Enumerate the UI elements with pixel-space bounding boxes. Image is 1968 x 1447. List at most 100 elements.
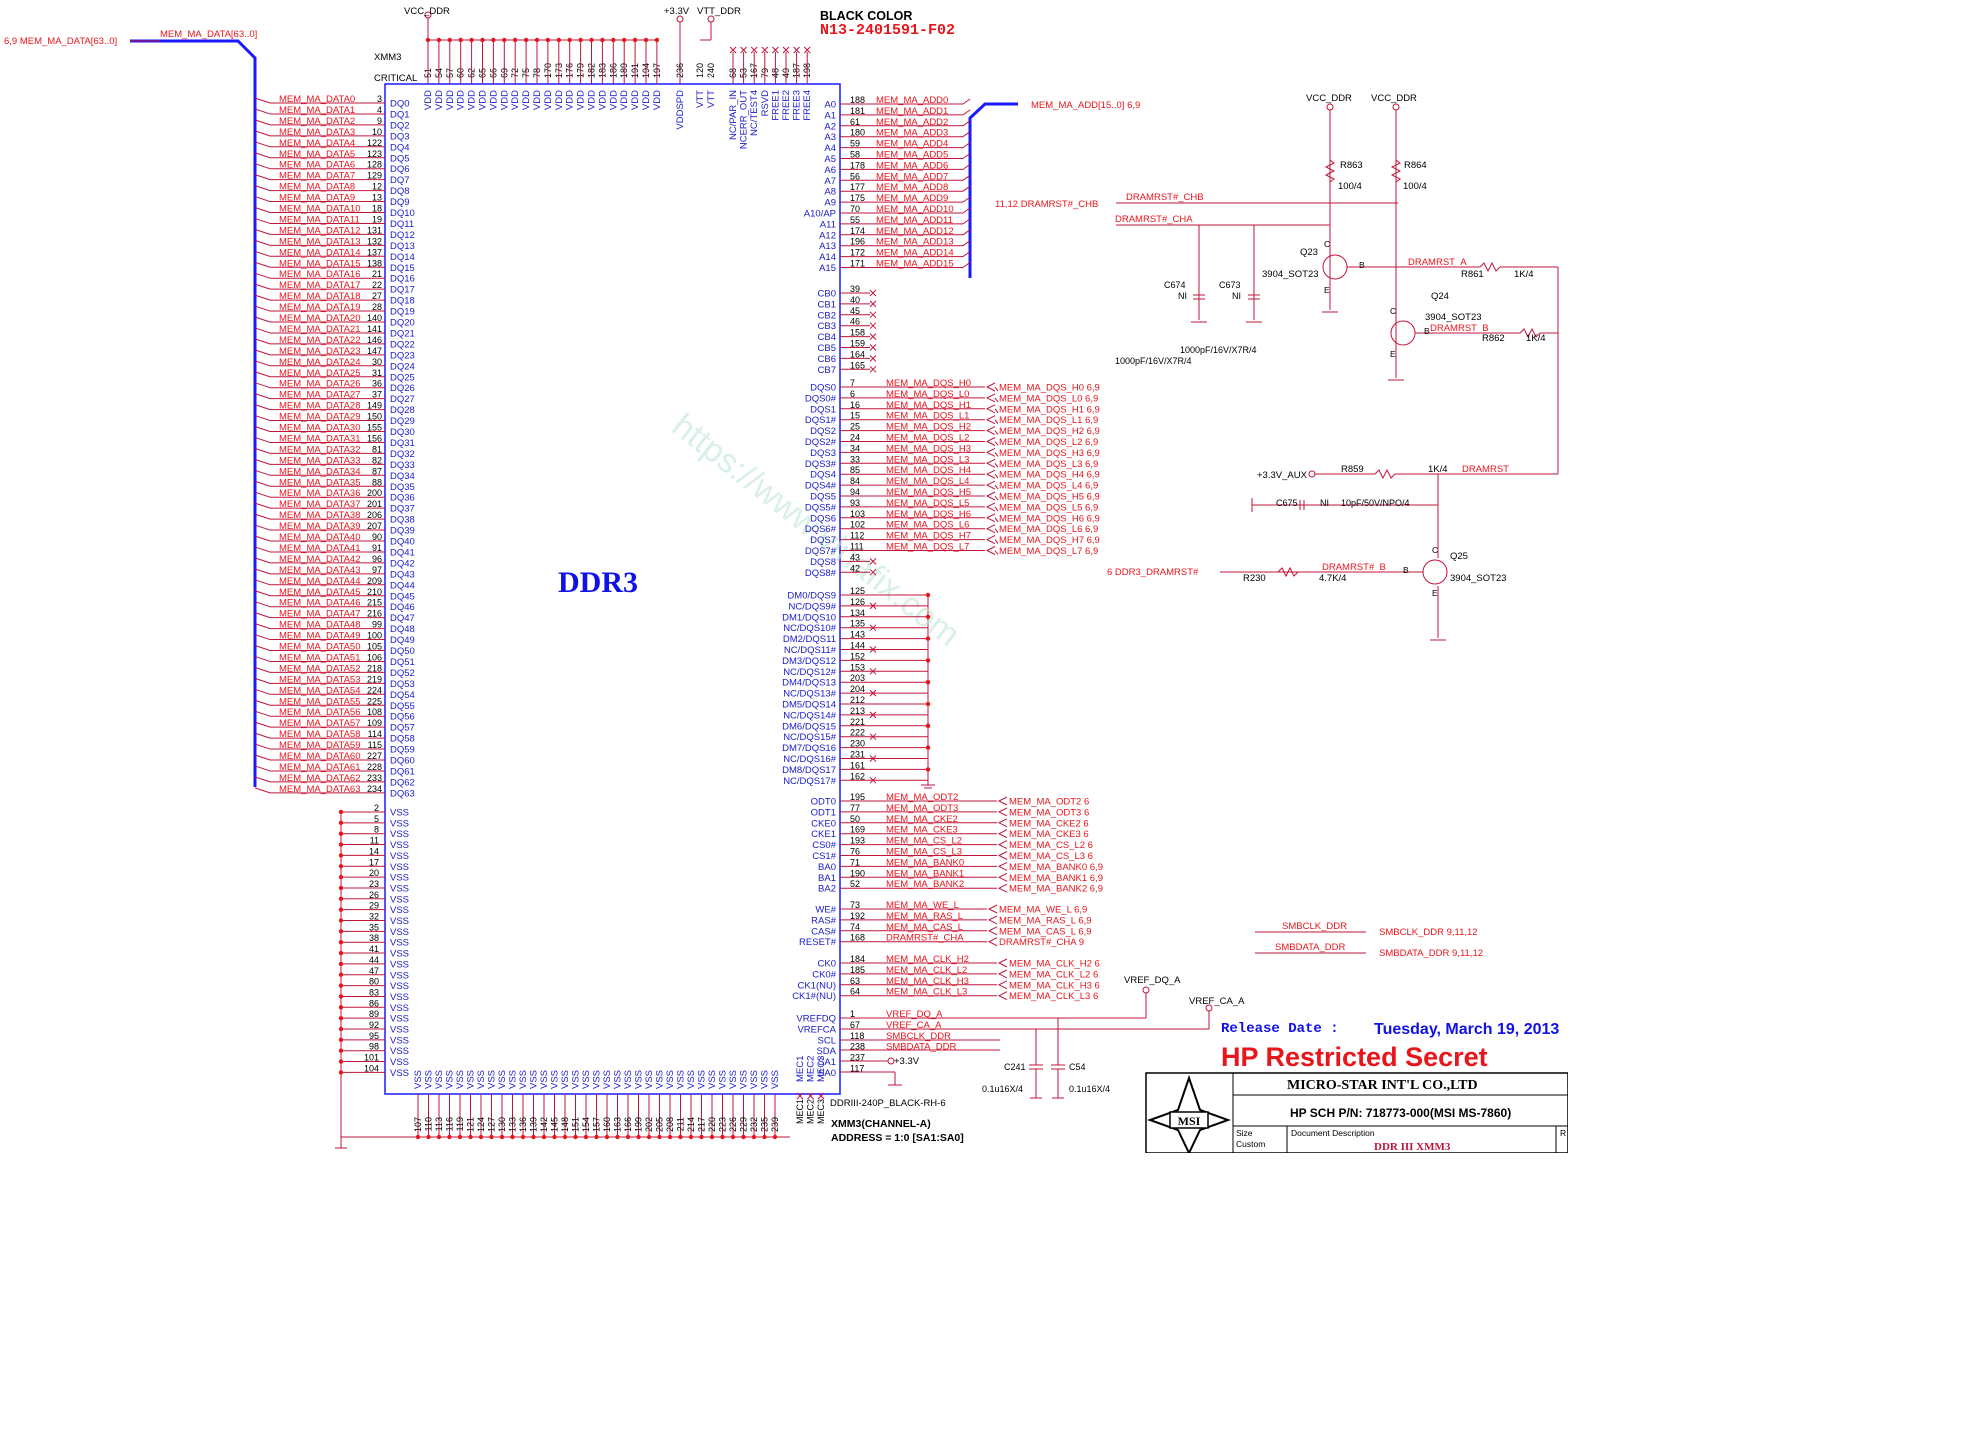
vss-bottom-number: 121: [466, 1117, 476, 1132]
dq-pin-label: DQ21: [390, 328, 415, 339]
dq-net-label: MEM_MA_DATA58: [279, 729, 360, 740]
dm-pin-label: NC/DQS16#: [783, 754, 837, 765]
clk-net-label: MEM_MA_CLK_H2: [886, 954, 969, 965]
addr-pin-label: A2: [824, 121, 836, 132]
smbclk-out: SMBCLK_DDR 9,11,12: [1379, 927, 1478, 938]
dq-net-label: MEM_MA_DATA28: [279, 401, 360, 412]
dqs-pin-label: DQS6: [810, 513, 836, 524]
dqs-pin-number: 93: [850, 498, 860, 508]
c241-ref: C241: [1004, 1062, 1026, 1072]
smbclk-label: SMBCLK_DDR: [1282, 921, 1347, 932]
addr-pin-label: A13: [819, 241, 836, 252]
dqs-port-line: [994, 397, 999, 403]
dq-pin-number: 210: [367, 587, 382, 597]
vss-junction: [338, 972, 344, 977]
addr-pin-number: 172: [850, 248, 865, 258]
r230-val: 4.7K/4: [1319, 573, 1346, 584]
ddr3-center-label: DDR3: [558, 566, 638, 599]
vss-pin-number: 35: [369, 922, 379, 932]
vss-bottom-label: VSS: [560, 1070, 571, 1089]
vdd-junction: [643, 37, 649, 43]
c54-ref: C54: [1069, 1062, 1086, 1072]
dm-pin-label: DM0/DQS9: [787, 591, 836, 602]
vss-bottom-number: 157: [592, 1117, 602, 1132]
dq-net-label: MEM_MA_DATA62: [279, 773, 360, 784]
dm-pin-number: 231: [850, 750, 865, 760]
dqs-pin-label: DQS4#: [805, 481, 837, 492]
vss-pin-label: VSS: [390, 949, 409, 960]
vss-pin-number: 92: [369, 1020, 379, 1030]
ctrl-pin-number: 77: [850, 803, 860, 813]
r864-body: [1390, 159, 1402, 183]
dq-net-label: MEM_MA_DATA13: [279, 236, 360, 247]
dq-net-label: MEM_MA_DATA6: [279, 160, 355, 171]
addr-pin-number: 171: [850, 259, 865, 269]
vss-pin-number: 26: [369, 890, 379, 900]
dq-bus-entry: [254, 415, 271, 422]
dq-net-label: MEM_MA_DATA16: [279, 269, 360, 280]
dq-pin-label: DQ62: [390, 777, 415, 788]
ctrl-pin-number: 195: [850, 792, 865, 802]
dq-bus-entry: [254, 185, 271, 192]
addr-pin-label: A8: [824, 187, 836, 198]
addr-pin-label: A14: [819, 252, 836, 263]
dq-bus-entry: [254, 261, 271, 268]
dqs-pin-label: DQS3#: [805, 459, 837, 470]
dq-pin-label: DQ23: [390, 350, 415, 361]
dq-bus-entry: [254, 119, 271, 126]
vss-junction: [338, 896, 344, 901]
vss-pin-number: 104: [364, 1063, 379, 1073]
dm-pin-label: NC/DQS10#: [783, 623, 837, 634]
vdd-junction: [534, 37, 540, 43]
dq-pin-label: DQ4: [390, 142, 410, 153]
dq-pin-label: DQ42: [390, 558, 415, 569]
cmd-pin-number: 73: [850, 900, 860, 910]
bus-in-ref: 6,9 MEM_MA_DATA[63..0]: [4, 36, 117, 47]
desc-label: Document Description: [1291, 1128, 1375, 1138]
dqs-out-label: MEM_MA_DQS_L5 6,9: [999, 502, 1098, 513]
r861-ref: R861: [1461, 269, 1484, 280]
cb-cross-icon: [869, 355, 877, 362]
dq-bus-entry: [254, 732, 271, 739]
vss-bottom-label: VSS: [497, 1070, 508, 1089]
dq-pin-number: 109: [367, 718, 382, 728]
dq-pin-label: DQ48: [390, 624, 415, 635]
cmd-net-label: MEM_MA_WE_L: [886, 900, 959, 911]
dq-net-label: MEM_MA_DATA18: [279, 291, 360, 302]
dqs-pin-label: DQS8: [810, 557, 836, 568]
cb-pin-label: CB3: [818, 321, 836, 332]
dq-net-label: MEM_MA_DATA12: [279, 225, 360, 236]
address-label: ADDRESS = 1:0 [SA1:SA0]: [831, 1132, 964, 1144]
vdd-junction: [491, 37, 496, 43]
dq-pin-label: DQ34: [390, 471, 415, 482]
cmd-pin-label: RESET#: [799, 937, 837, 948]
dq-pin-label: DQ40: [390, 537, 415, 548]
dm-pin-number: 212: [850, 695, 865, 705]
cb-pin-label: CB7: [818, 365, 836, 376]
vss-pin-label: VSS: [390, 1025, 409, 1036]
dqs-pin-label: DQS5: [810, 492, 836, 503]
top-pin-label: VDD: [488, 90, 499, 110]
dm-pin-number: 204: [850, 684, 865, 694]
ctrl-pin-number: 193: [850, 836, 865, 846]
dq-bus-entry: [254, 535, 271, 542]
dq-bus-entry: [254, 655, 271, 662]
vss-bottom-junction: [678, 1134, 683, 1140]
c241-val: 0.1u16X/4: [982, 1084, 1023, 1094]
dq-pin-number: 82: [372, 455, 382, 465]
vss-bottom-label: VSS: [476, 1070, 487, 1089]
vss-bottom-label: VSS: [539, 1070, 550, 1089]
vss-junction: [338, 820, 344, 826]
dm-cross-icon: [869, 776, 877, 784]
top-pin-label: VDD: [423, 90, 434, 110]
dq-net-label: MEM_MA_DATA51: [279, 652, 360, 663]
q25-ref: Q25: [1450, 551, 1468, 562]
dm-junction: [925, 723, 931, 728]
ctrl-port-icon: [997, 796, 1008, 806]
cmd-out-label: MEM_MA_CAS_L 6,9: [999, 926, 1092, 937]
vss-pin-label: VSS: [390, 829, 409, 840]
dq-pin-number: 18: [372, 204, 382, 214]
vss-bottom-number: 239: [770, 1117, 780, 1132]
cmd-port-icon: [987, 904, 998, 914]
vss-bottom-number: 166: [623, 1117, 633, 1132]
